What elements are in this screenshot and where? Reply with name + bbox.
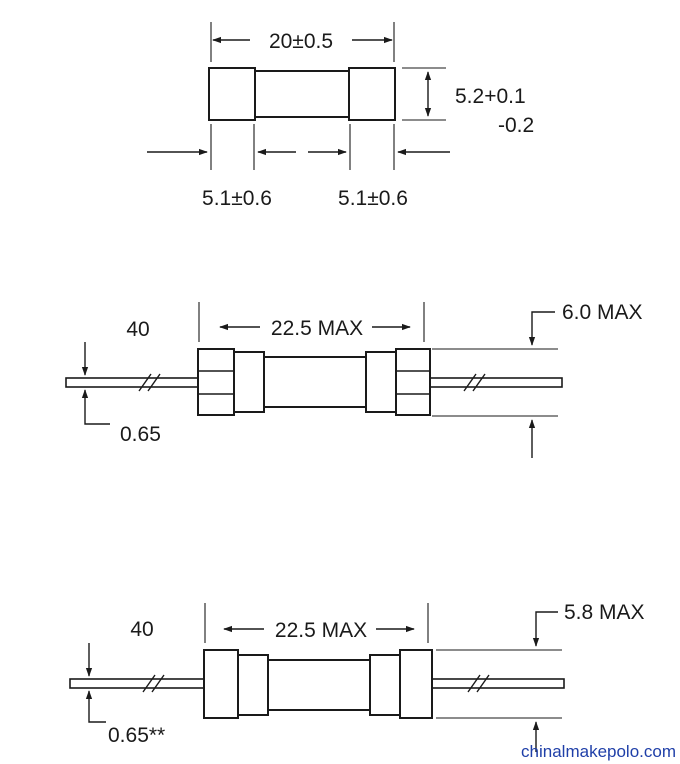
left-lead-wire [69,678,207,689]
break-mark [467,674,481,693]
right-lead-wire [427,377,563,388]
fuse-body [254,70,350,118]
left-end-cap [208,67,256,121]
dimension-arrow [528,311,555,346]
break-mark [476,674,490,693]
lead-length-label: 40 [130,618,153,641]
right-inner-cap [365,351,397,413]
right-lead-wire [429,678,565,689]
right-inner-cap [369,654,401,716]
left-cap-length-label: 5.1±0.6 [202,187,272,210]
break-mark [463,373,477,392]
diameter-label: 5.8 MAX [564,601,645,624]
body-length-label: 22.5 MAX [275,619,367,642]
right-cap-length-label: 5.1±0.6 [338,187,408,210]
left-inner-cap [233,351,265,413]
dimension-arrow [81,389,110,425]
break-mark [142,674,156,693]
dimension-arrow [85,690,106,723]
body-length-label: 22.5 MAX [271,317,363,340]
fuse-top-view: 20±0.5 5.2+0.1 -0.2 5.1±0.6 5.1±0.6 [147,22,534,210]
dimension-arrow [532,611,558,647]
left-outer-cap [197,348,235,416]
lead-diameter-label: 0.65** [108,724,165,747]
break-mark [151,674,165,693]
lead-diameter-label: 0.65 [120,423,161,446]
break-mark [472,373,486,392]
fuse-body [267,659,371,711]
lead-length-label: 40 [126,318,149,341]
right-outer-cap [395,348,431,416]
diameter-label: 5.2+0.1 [455,85,526,108]
diameter-label: 6.0 MAX [562,301,643,324]
break-mark [138,373,152,392]
overall-length-label: 20±0.5 [269,30,333,53]
break-mark [147,373,161,392]
fuse-body [263,356,367,408]
watermark-text: chinalmakepolo.com [521,742,676,761]
diameter-tolerance-label: -0.2 [498,114,534,137]
left-inner-cap [237,654,269,716]
left-lead-wire [65,377,203,388]
fuse-axial-lead-6mm: 22.5 MAX 40 6.0 MAX 0.65 [65,301,643,458]
left-outer-cap [203,649,239,719]
right-end-cap [348,67,396,121]
right-outer-cap [399,649,433,719]
fuse-axial-lead-5-8mm: 22.5 MAX 40 5.8 MAX 0.65** [69,601,645,752]
